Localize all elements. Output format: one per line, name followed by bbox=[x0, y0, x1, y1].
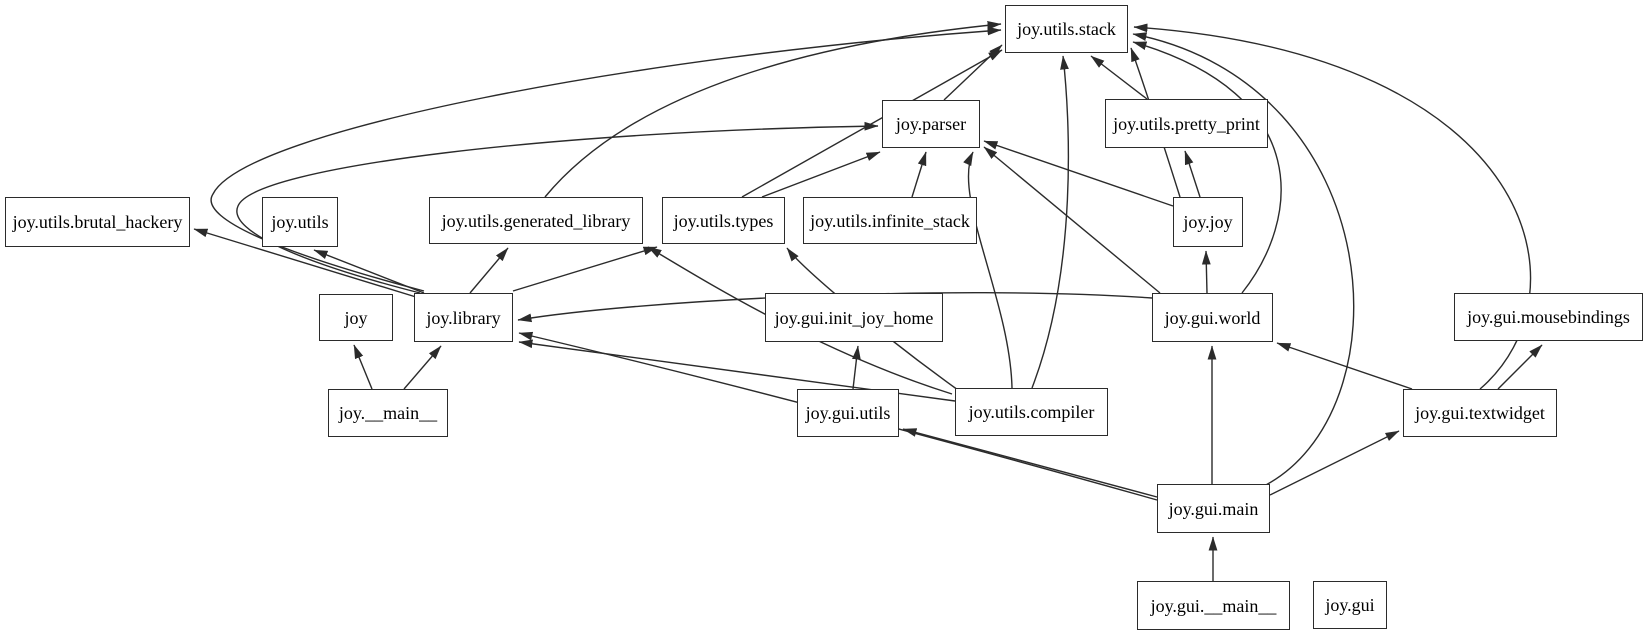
edge-joy-utils-compiler-to-joy-parser bbox=[963, 151, 1013, 389]
edge-joy-utils-types-to-joy-parser bbox=[761, 151, 881, 198]
node-label: joy.utils.pretty_print bbox=[1113, 113, 1260, 134]
edge-joy-gui-world-to-joy-parser bbox=[983, 146, 1161, 294]
edge-joy-library-to-joy-utils-stack bbox=[210, 26, 1002, 292]
node-joy-utils-stack: joy.utils.stack bbox=[1005, 5, 1128, 53]
edge-joy-parser-to-joy-utils-stack bbox=[943, 44, 1003, 101]
node-joy-gui-main: joy.gui.main bbox=[1157, 484, 1270, 533]
edge-joy-gui-utils-to-joy-gui-init-joy-home bbox=[852, 345, 861, 390]
node-joy-utils-infinite-stack: joy.utils.infinite_stack bbox=[803, 197, 977, 244]
node-label: joy.gui.world bbox=[1164, 307, 1261, 328]
edge-joy-library-to-joy-parser bbox=[236, 121, 879, 294]
node-label: joy.gui.__main__ bbox=[1150, 595, 1277, 616]
node-joy-utils-generated-library: joy.utils.generated_library bbox=[429, 197, 643, 244]
node-label: joy.utils.stack bbox=[1017, 19, 1116, 39]
node-joy-gui-utils: joy.gui.utils bbox=[797, 389, 899, 437]
node-label: joy.utils.compiler bbox=[968, 402, 1095, 422]
edge-joy-gui-main-to-joy-gui-utils bbox=[902, 428, 1158, 498]
edge-joy-library-to-joy-utils-types bbox=[512, 246, 658, 292]
node-joy-gui-textwidget: joy.gui.textwidget bbox=[1403, 389, 1557, 437]
node-label: joy.utils bbox=[271, 212, 329, 232]
edge-joy-utils-compiler-to-joy-utils-stack bbox=[1031, 55, 1070, 389]
node-label: joy.gui.utils bbox=[805, 403, 891, 423]
node-label: joy.gui bbox=[1325, 595, 1375, 615]
edge-joy-main-module-to-joy-library bbox=[403, 345, 442, 390]
edge-joy-utils-pretty-print-to-joy-utils-stack bbox=[1090, 55, 1148, 100]
edge-joy-library-to-joy-utils-generated-library bbox=[469, 247, 509, 294]
node-joy-utils: joy.utils bbox=[262, 197, 338, 247]
node-joy: joy bbox=[319, 294, 393, 341]
edge-joy-joy-to-joy-parser bbox=[983, 140, 1174, 207]
edge-joy-utils-infinite-stack-to-joy-parser bbox=[911, 151, 927, 198]
edge-joy-main-module-to-joy bbox=[353, 344, 373, 390]
edge-joy-gui-world-to-joy-utils-stack bbox=[1132, 41, 1282, 294]
node-label: joy.gui.main bbox=[1168, 498, 1259, 519]
node-label: joy.parser bbox=[895, 114, 967, 134]
edge-joy-gui-world-to-joy-joy bbox=[1201, 250, 1211, 294]
node-joy-gui-world: joy.gui.world bbox=[1152, 293, 1273, 342]
edge-joy-gui-main-to-joy-gui-textwidget bbox=[1269, 430, 1400, 496]
node-label: joy.joy bbox=[1183, 212, 1233, 232]
edge-joy-gui-main-to-joy-utils-stack bbox=[1132, 32, 1355, 488]
edge-joy-gui-textwidget-to-joy-gui-world bbox=[1276, 342, 1413, 390]
node-label: joy.utils.brutal_hackery bbox=[12, 212, 183, 232]
node-label: joy.library bbox=[426, 307, 501, 328]
edge-joy-library-to-joy-utils-brutal-hackery bbox=[193, 228, 417, 298]
node-joy-gui-mousebindings: joy.gui.mousebindings bbox=[1454, 293, 1643, 341]
node-label: joy.gui.textwidget bbox=[1415, 403, 1545, 423]
node-joy-library: joy.library bbox=[414, 293, 513, 342]
node-label: joy.__main__ bbox=[338, 403, 438, 423]
edge-joy-utils-generated-library-to-joy-utils-stack bbox=[544, 20, 1002, 198]
edge-joy-gui-textwidget-to-joy-gui-mousebindings bbox=[1497, 344, 1543, 390]
node-joy-gui: joy.gui bbox=[1313, 581, 1387, 629]
node-joy-parser: joy.parser bbox=[882, 100, 980, 148]
node-label: joy.utils.generated_library bbox=[441, 210, 631, 231]
node-joy-gui-main-module: joy.gui.__main__ bbox=[1137, 581, 1290, 630]
node-label: joy.utils.infinite_stack bbox=[810, 210, 970, 231]
node-joy-utils-pretty-print: joy.utils.pretty_print bbox=[1105, 99, 1268, 148]
node-label: joy.utils.types bbox=[673, 210, 774, 231]
edge-joy-utils-types-to-joy-utils-stack bbox=[741, 49, 1003, 198]
node-joy-utils-brutal-hackery: joy.utils.brutal_hackery bbox=[5, 197, 190, 247]
edge-joy-joy-to-joy-utils-pretty-print bbox=[1184, 150, 1201, 198]
node-joy-gui-init-joy-home: joy.gui.init_joy_home bbox=[765, 293, 943, 342]
node-label: joy bbox=[344, 307, 368, 328]
node-joy-utils-types: joy.utils.types bbox=[662, 197, 785, 244]
node-joy-main-module: joy.__main__ bbox=[328, 389, 448, 437]
node-joy-utils-compiler: joy.utils.compiler bbox=[955, 388, 1108, 436]
node-label: joy.gui.mousebindings bbox=[1467, 307, 1630, 327]
node-joy-joy: joy.joy bbox=[1173, 197, 1243, 247]
node-label: joy.gui.init_joy_home bbox=[774, 307, 934, 328]
